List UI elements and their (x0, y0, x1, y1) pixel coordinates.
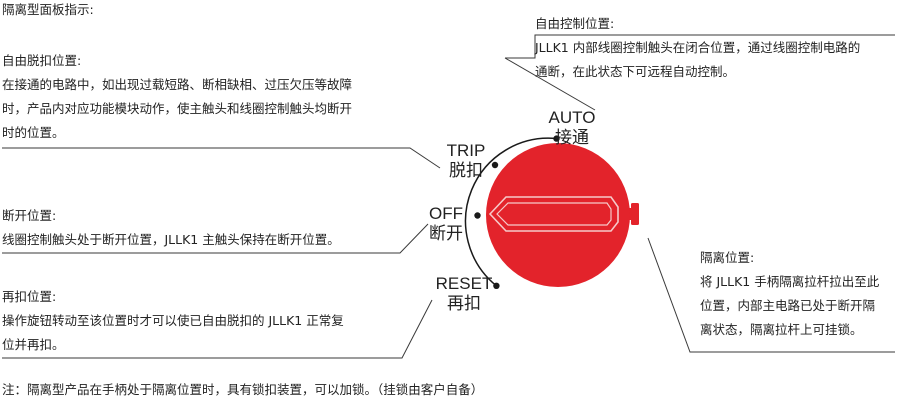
reset-position-dot (493, 282, 500, 289)
reset-position-label: RESET 再扣 (430, 274, 498, 314)
off-description: 断开位置: 线圈控制触头处于断开位置，JLLK1 主触头保持在断开位置。 (2, 204, 340, 252)
off-en-label: OFF (429, 204, 463, 223)
knob-handle-outline (488, 196, 619, 232)
position-arc (464, 137, 557, 287)
isolate-line-2: 位置，内部主电路已处于断开隔 (700, 298, 876, 313)
trip-position-label: TRIP 脱扣 (438, 141, 494, 181)
reset-leader-line (2, 299, 433, 359)
reset-cn-label: 再扣 (447, 294, 481, 314)
off-position-dot (474, 212, 481, 219)
auto-description: 自由控制位置: JLLK1 内部线圈控制触头在闭合位置，通过线圈控制电路的 通断… (535, 12, 860, 84)
isolate-description: 隔离位置: 将 JLLK1 手柄隔离拉杆拉出至此 位置，内部主电路已处于断开隔 … (700, 246, 879, 342)
trip-line-2: 时，产品内对应功能模块动作，使主触头和线圈控制触头均断开 (2, 101, 353, 116)
auto-leader-line (505, 34, 895, 59)
trip-line-3: 时的位置。 (2, 125, 65, 140)
off-line-1: 线圈控制触头处于断开位置，JLLK1 主触头保持在断开位置。 (2, 232, 340, 247)
red-knob (486, 143, 630, 287)
isolate-title: 隔离位置: (700, 250, 755, 265)
auto-title: 自由控制位置: (535, 16, 615, 31)
trip-title: 自由脱扣位置: (2, 53, 82, 68)
off-cn-label: 断开 (429, 224, 463, 244)
trip-leader-line (2, 147, 441, 169)
trip-description: 自由脱扣位置: 在接通的电路中，如出现过载短路、断相缺相、过压欠压等故障 时，产… (2, 49, 352, 145)
auto-line-1: JLLK1 内部线圈控制触头在闭合位置，通过线圈控制电路的 (535, 40, 861, 55)
auto-leader-diagonal (504, 57, 596, 111)
reset-line-2: 位并再扣。 (2, 337, 65, 352)
reset-description: 再扣位置: 操作旋钮转动至该位置时才可以使已自由脱扣的 JLLK1 正常复 位并… (2, 285, 344, 357)
off-position-label: OFF 断开 (418, 204, 474, 244)
knob-handle-inner (496, 202, 612, 226)
isolate-line-3: 离状态，隔离拉杆上可挂锁。 (700, 322, 863, 337)
reset-line-1: 操作旋钮转动至该位置时才可以使已自由脱扣的 JLLK1 正常复 (2, 313, 344, 328)
trip-en-label: TRIP (446, 141, 486, 160)
isolate-line-1: 将 JLLK1 手柄隔离拉杆拉出至此 (700, 274, 880, 289)
auto-line-2: 通断，在此状态下可远程自动控制。 (535, 64, 736, 79)
reset-title: 再扣位置: (2, 289, 57, 304)
auto-position-dot (553, 135, 560, 142)
isolate-leader-line (647, 237, 895, 353)
auto-en-label: AUTO (548, 108, 596, 127)
off-title: 断开位置: (2, 208, 57, 223)
reset-en-label: RESET (435, 274, 493, 293)
panel-heading: 隔离型面板指示: (2, 2, 94, 17)
trip-position-dot (491, 161, 499, 169)
footer-note: 注：隔离型产品在手柄处于隔离位置时，具有锁扣装置，可以加锁。（挂锁由客户自备） (2, 382, 484, 397)
auto-cn-label: 接通 (555, 128, 589, 148)
auto-position-label: AUTO 接通 (545, 108, 599, 148)
isolation-lever-cap (631, 203, 639, 225)
trip-cn-label: 脱扣 (449, 161, 483, 181)
trip-line-1: 在接通的电路中，如出现过载短路、断相缺相、过压欠压等故障 (2, 77, 353, 92)
off-leader-line (2, 223, 429, 254)
